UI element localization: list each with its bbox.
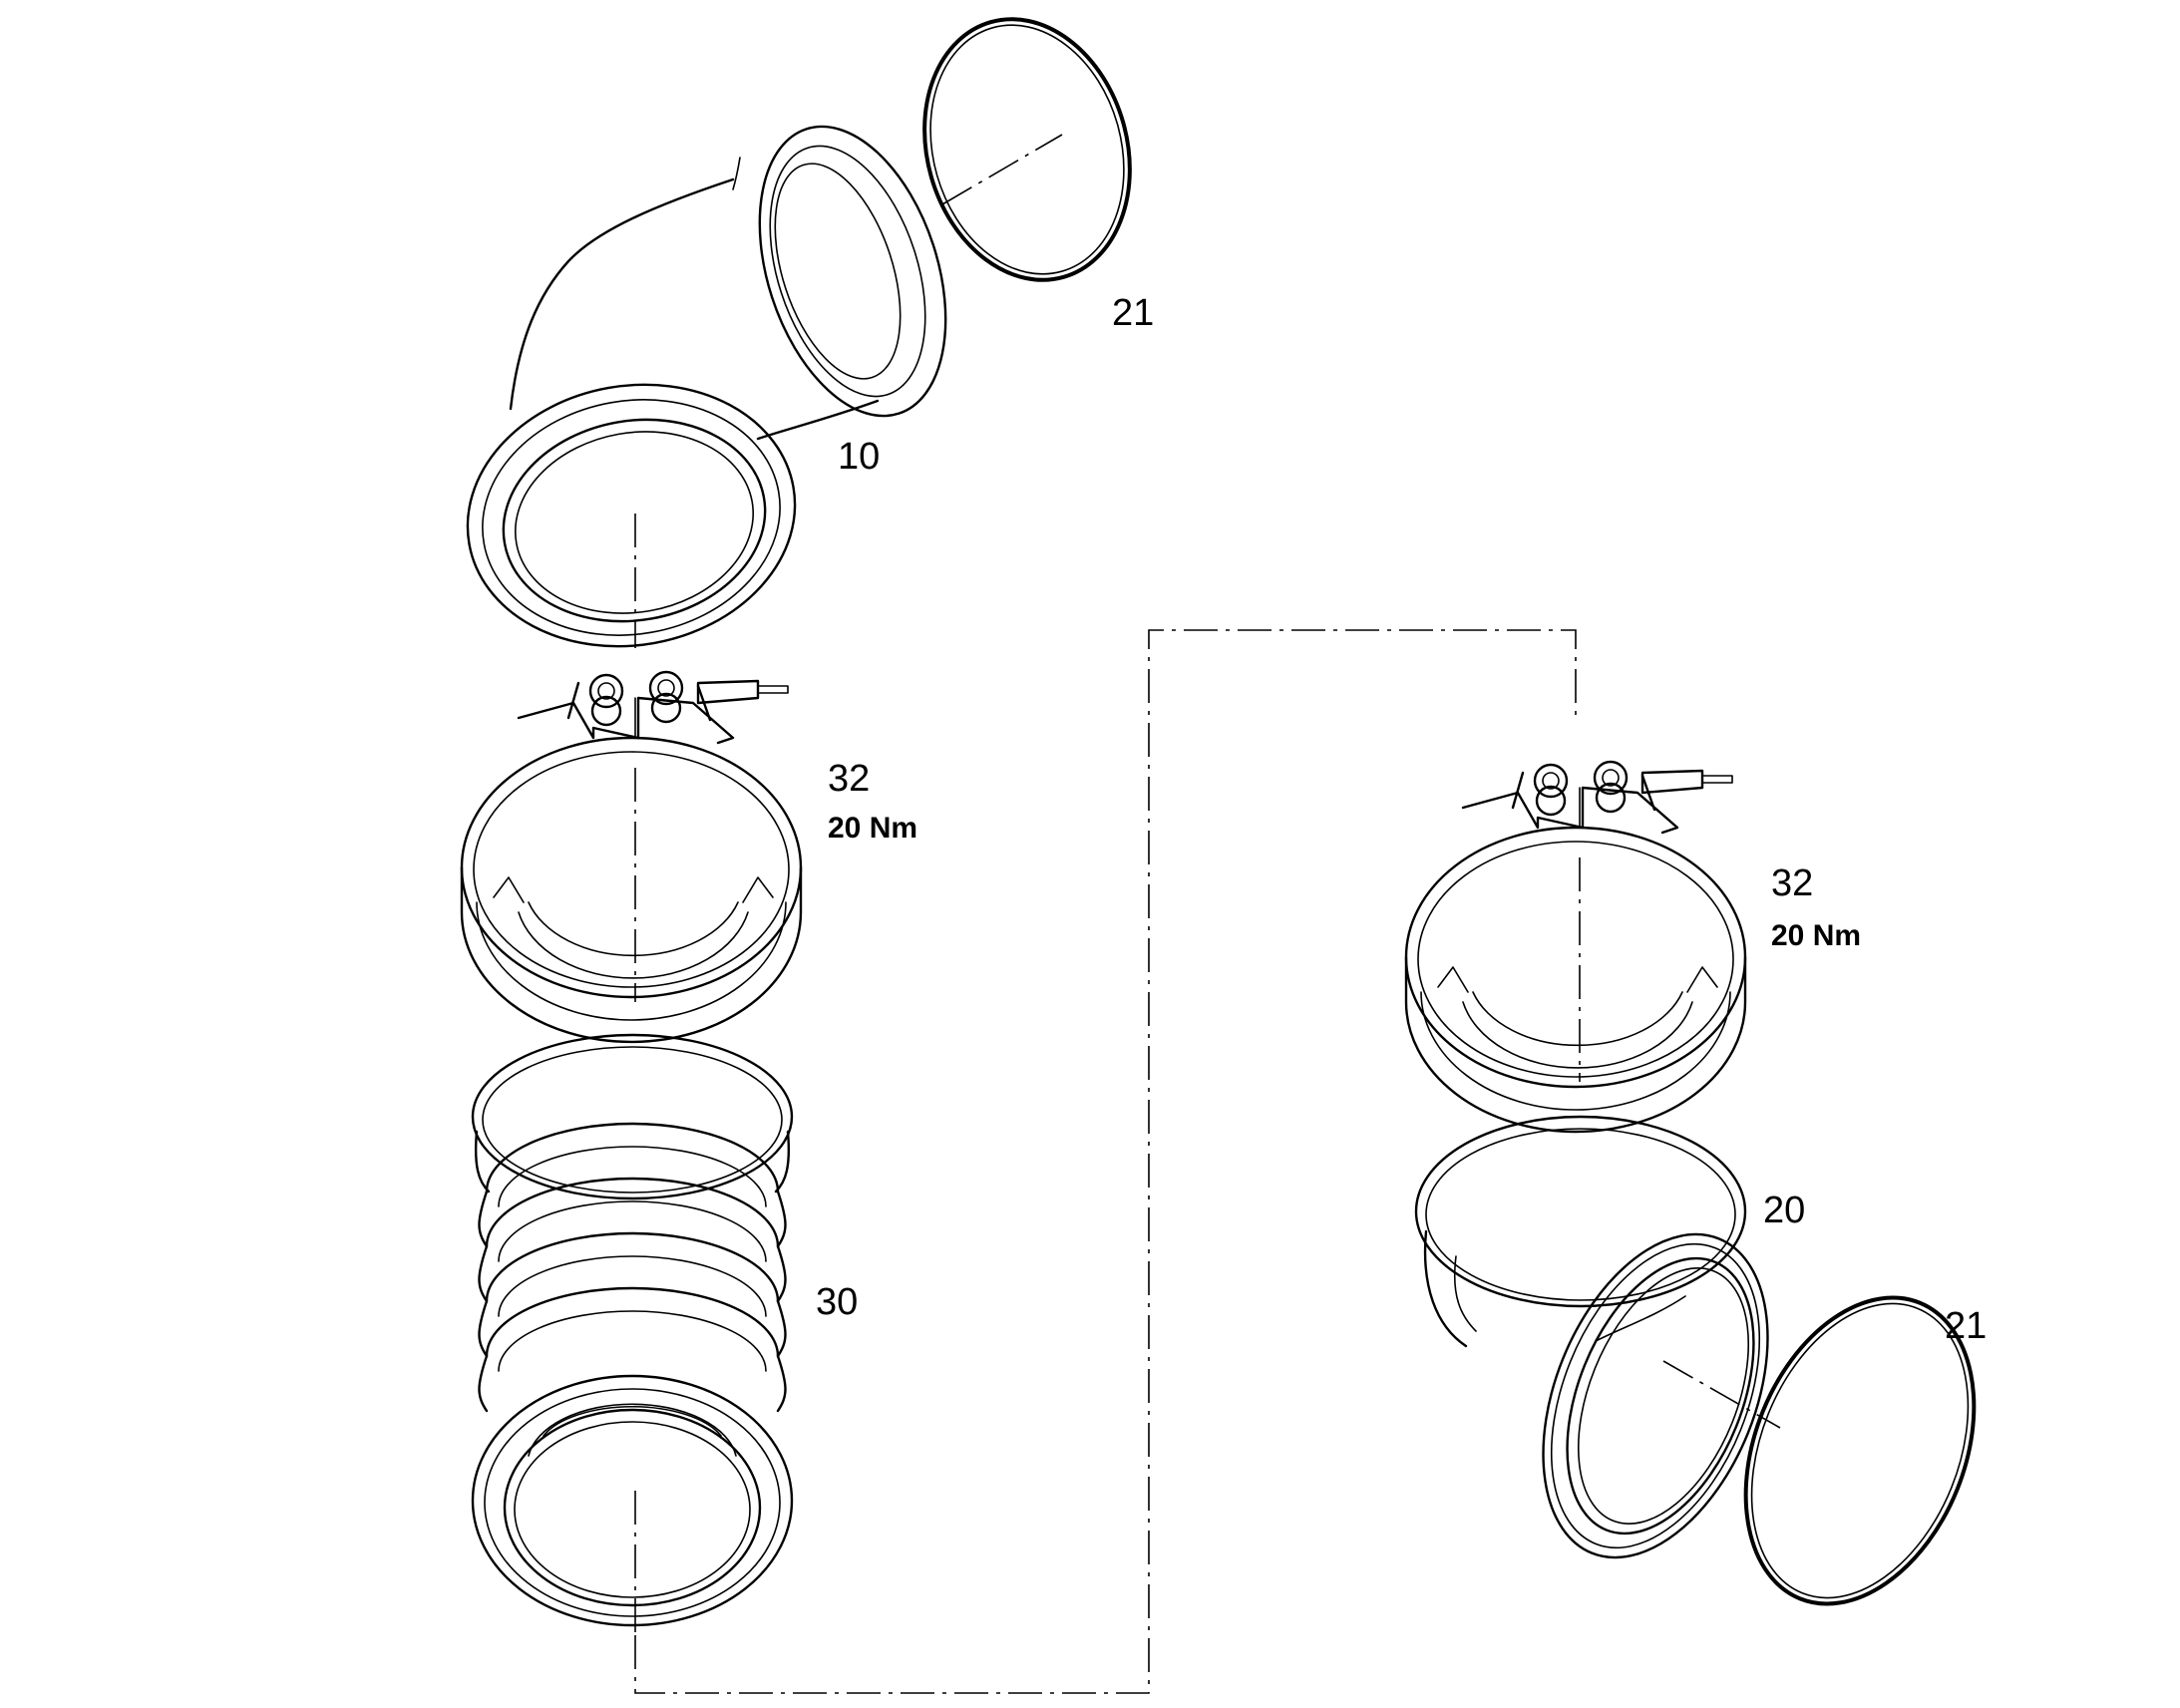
callout-20: 20 — [1763, 1190, 1805, 1231]
callout-10: 10 — [838, 436, 880, 478]
connection-path — [634, 629, 1577, 1694]
callout-32-left: 32 — [828, 758, 870, 800]
callout-32-right: 32 — [1771, 862, 1813, 904]
callout-21-bottom: 21 — [1945, 1305, 1987, 1347]
centerline-top-gasket — [941, 134, 1063, 205]
v-band-clamp-left — [460, 670, 803, 1044]
gasket-ring-bottom — [1743, 1295, 1977, 1606]
bellows — [471, 1033, 794, 1627]
gasket-ring-top — [922, 17, 1132, 282]
centerline-short-elbow — [1662, 1360, 1781, 1429]
callout-21-top: 21 — [1112, 292, 1154, 334]
callout-30: 30 — [816, 1281, 858, 1323]
elbow-pipe — [466, 125, 947, 648]
torque-spec-right: 20 Nm — [1771, 919, 1861, 952]
short-elbow — [1414, 1115, 1769, 1559]
torque-spec-left: 20 Nm — [828, 812, 917, 845]
v-band-clamp-right — [1404, 760, 1747, 1134]
